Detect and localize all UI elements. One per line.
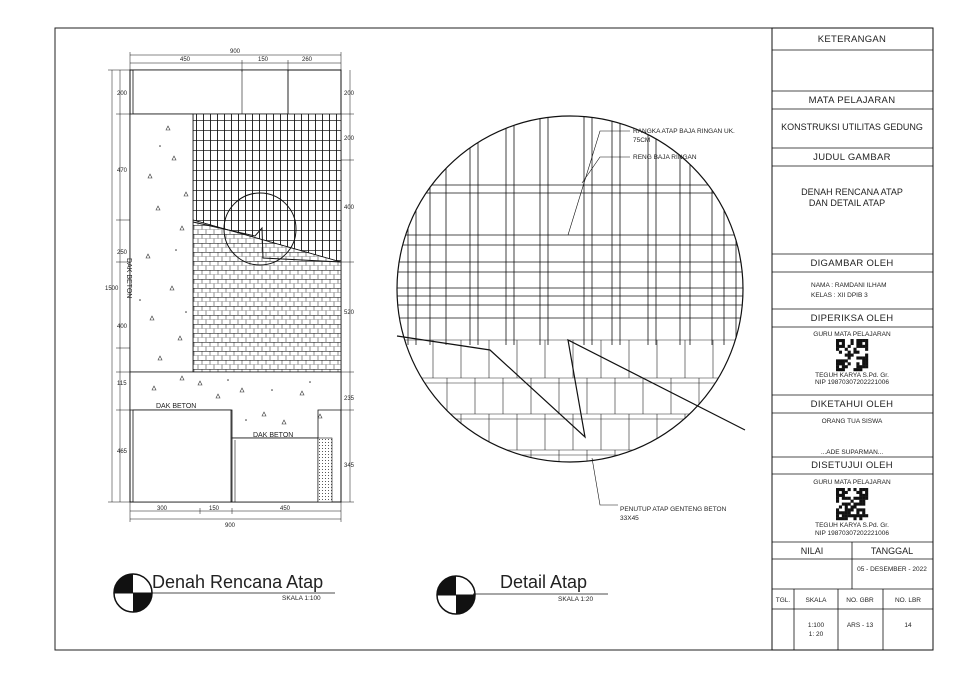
tb-diperiksa-heading: DIPERIKSA OLEH	[811, 313, 894, 324]
tb-no-lbr-value: 14	[904, 622, 912, 629]
callout-rangka: RANGKA ATAP BAJA RINGAN UK.	[633, 128, 735, 135]
tb-ortu: ORANG TUA SISWA	[822, 418, 883, 425]
dim-bottom-2: 150	[209, 506, 220, 512]
tb-disetujui-heading: DISETUJUI OLEH	[811, 460, 893, 471]
tb-no-gbr-value: ARS - 13	[847, 622, 874, 629]
concrete-hatch	[145, 125, 323, 425]
dim-left-1: 200	[117, 91, 128, 97]
tb-nilai: NILAI	[801, 546, 824, 556]
tb-ade: ...ADE SUPARMAN...	[821, 449, 884, 456]
dim-left-3: 250	[117, 250, 128, 256]
qr-code-1	[836, 339, 869, 372]
dim-left-6: 465	[117, 449, 128, 455]
dim-right-2: 200	[344, 136, 355, 142]
title-block: KETERANGAN MATA PELAJARAN KONSTRUKSI UTI…	[771, 27, 934, 651]
tb-nip-2: NIP 19870307202221006	[815, 530, 889, 537]
tb-nama: NAMA : RAMDANI ILHAM	[811, 282, 886, 289]
roof-plan: DAK BETON DAK BETON DAK BETON 900 450	[105, 49, 355, 613]
tb-no-gbr: NO. GBR	[846, 597, 874, 604]
north-symbol-detail	[436, 575, 476, 615]
callout-penutup-2: 33X45	[620, 515, 639, 522]
callout-penutup: PENUTUP ATAP GENTENG BETON	[620, 506, 727, 513]
tb-judul-heading: JUDUL GAMBAR	[813, 152, 891, 163]
tb-teguh-2: TEGUH KARYA S.Pd. Gr.	[815, 522, 889, 529]
dim-top-3: 260	[302, 57, 313, 63]
dim-top-2: 150	[258, 57, 269, 63]
dak-beton-label-left: DAK BETON	[125, 258, 132, 298]
dim-right-1: 200	[344, 91, 355, 97]
tb-judul-1: DENAH RENCANA ATAP	[801, 187, 903, 197]
detail-scale: SKALA 1:20	[558, 596, 593, 603]
callout-rangka-2: 75CM	[633, 137, 650, 144]
tb-tgl: TGL.	[776, 597, 791, 604]
tb-guru-1: GURU MATA PELAJARAN	[813, 331, 891, 338]
dim-left-2: 470	[117, 168, 128, 174]
tb-guru-2: GURU MATA PELAJARAN	[813, 479, 891, 486]
tb-nip-1: NIP 19870307202221006	[815, 379, 889, 386]
tb-judul-2: DAN DETAIL ATAP	[809, 198, 885, 208]
tb-mata-pelajaran-heading: MATA PELAJARAN	[809, 95, 896, 106]
roof-detail: RANGKA ATAP BAJA RINGAN UK. 75CM RENG BA…	[396, 115, 746, 615]
callout-reng: RENG BAJA RINGAN	[633, 154, 697, 161]
dim-left-total: 1500	[105, 286, 119, 292]
tb-skala-value-2: 1: 20	[809, 631, 824, 638]
tb-diketahui-heading: DIKETAHUI OLEH	[811, 399, 894, 410]
tb-keterangan: KETERANGAN	[818, 34, 886, 45]
tb-tanggal: TANGGAL	[871, 546, 913, 556]
dim-left-5: 115	[117, 381, 127, 387]
plan-title: Denah Rencana Atap	[152, 572, 323, 592]
dim-bottom-1: 300	[157, 506, 168, 512]
detail-title: Detail Atap	[500, 572, 587, 592]
tb-kelas: KELAS : XII DPIB 3	[811, 292, 868, 299]
dim-top-total: 900	[230, 49, 241, 55]
dim-right-4: 520	[344, 310, 355, 316]
dim-bottom-total: 900	[225, 523, 236, 529]
dak-beton-label-right: DAK BETON	[253, 432, 293, 439]
dim-right-3: 400	[344, 205, 355, 211]
north-symbol-plan	[113, 573, 153, 613]
dak-beton-label-mid: DAK BETON	[156, 403, 196, 410]
dim-left-4: 400	[117, 324, 128, 330]
plan-scale: SKALA 1:100	[282, 595, 321, 602]
qr-code-2	[836, 488, 869, 521]
tb-skala: SKALA	[806, 597, 828, 604]
tb-tanggal-value: 05 - DESEMBER - 2022	[857, 566, 927, 573]
dim-right-5: 235	[344, 396, 355, 402]
dim-bottom-3: 450	[280, 506, 291, 512]
tb-no-lbr: NO. LBR	[895, 597, 921, 604]
tb-skala-value-1: 1:100	[808, 622, 825, 629]
dim-right-6: 345	[344, 463, 355, 469]
tb-mata-pelajaran: KONSTRUKSI UTILITAS GEDUNG	[781, 122, 923, 132]
dimension-lines	[108, 52, 354, 522]
tb-digambar-heading: DIGAMBAR OLEH	[810, 258, 893, 269]
dim-top-1: 450	[180, 57, 191, 63]
tb-teguh-1: TEGUH KARYA S.Pd. Gr.	[815, 372, 889, 379]
